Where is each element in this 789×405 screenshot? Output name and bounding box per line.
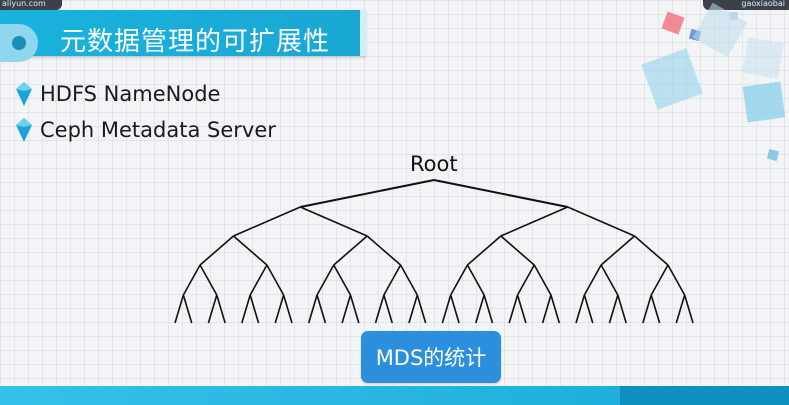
mds-statistics-button[interactable]: MDS的统计 [361,331,501,383]
tree-edge [274,294,285,324]
corner-logo-left: aliyun.com [0,0,62,10]
tree-edge [174,294,185,324]
tree-edge [516,264,535,296]
crystal-bullet-icon [16,118,32,142]
tree-edge [416,294,427,324]
tree-edge [182,294,193,324]
bullet-item-ceph: Ceph Metadata Server [14,117,276,143]
tree-edge [333,235,368,266]
slide-title: 元数据管理的可扩展性 [60,27,331,57]
tree-edge [216,294,226,324]
tree-edge [282,294,293,324]
title-tab-icon [0,24,38,62]
tree-edge [541,294,552,324]
bullet-label: HDFS NameNode [40,82,221,106]
tree-edge [600,264,619,296]
tree-edge [642,294,652,324]
tree-edge [241,294,251,324]
bottom-band [0,386,789,405]
tree-edge [300,206,368,237]
title-dot-icon [12,36,26,50]
tree-root-label: Root [410,152,458,176]
tree-edge [383,294,393,324]
tree-edge [316,294,327,324]
tree-edge [500,235,535,266]
tree-edge [349,294,360,324]
tree-edge [300,179,435,208]
tree-edge [667,264,686,296]
tree-edge [575,294,586,324]
crystal-bullet-icon [16,82,32,106]
tree-edge [232,235,268,266]
tree-edge [483,294,494,324]
tree-edge [341,294,352,324]
tree-edge [500,206,568,237]
corner-logo-right: gaoxiaobai [703,0,789,10]
tree-edge [533,264,552,296]
tree-edge [249,264,268,296]
tree-edge [449,294,460,324]
tree-edge [433,179,568,208]
bullet-label: Ceph Metadata Server [40,118,276,142]
tree-edge [617,294,627,324]
title-banner: 元数据管理的可扩展性 [0,10,366,62]
tree-edge [675,294,686,324]
tree-edge [516,294,527,324]
tree-edge [683,294,694,324]
tree-edge [600,235,636,266]
tree-edge [399,264,418,296]
tree-edge [466,235,502,266]
tree-edge [650,294,661,324]
tree-edge [374,294,385,324]
tree-edge [450,264,469,296]
bottom-band-accent [620,386,789,405]
deco-square-8 [730,12,738,20]
tree-edge [249,294,260,324]
tree-edge [383,264,402,296]
tree-edge [567,206,635,237]
tree-edge [441,294,452,324]
tree-edge [207,294,218,324]
tree-edge [233,206,301,237]
tree-edge [316,264,335,296]
tree-edge [366,235,402,266]
tree-edge [583,294,594,324]
tree-edge [333,264,352,296]
tree-edge [633,235,669,266]
bullet-item-hdfs: HDFS NameNode [14,81,220,107]
tree-edge [608,294,619,324]
tree-edge [650,264,669,296]
tree-edge [199,235,235,266]
tree-edge [408,294,419,324]
tree-edge [199,264,218,296]
tree-edge [550,294,561,324]
tree-edge [466,264,485,296]
tree-edge [475,294,485,324]
tree-edge [182,264,201,296]
tree-edge [583,264,602,296]
tree-edge [508,294,519,324]
tree-edge [307,294,318,324]
tree-edge [266,264,285,296]
